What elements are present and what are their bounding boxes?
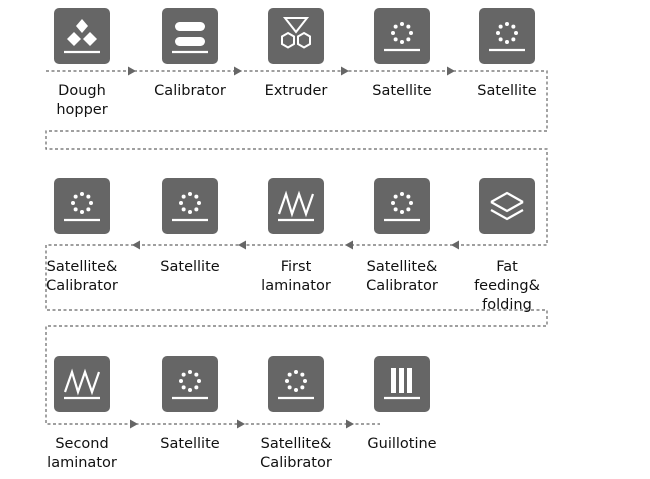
- laminator-icon: [63, 368, 101, 400]
- dough-hopper-icon: [64, 19, 100, 54]
- process-step-label: Dough hopper: [56, 83, 108, 118]
- process-step-tile: [268, 8, 324, 64]
- flow-arrow: [238, 240, 246, 250]
- calibrator-icon: [172, 22, 208, 54]
- process-step-tile: [162, 8, 218, 64]
- satellite-icon: [489, 22, 525, 52]
- process-step-label: Satellite& Calibrator: [260, 436, 332, 471]
- process-step-label: Satellite: [160, 259, 220, 275]
- process-step-tile: [479, 178, 535, 234]
- process-step-label: Satellite: [372, 83, 432, 99]
- process-step-label: Fat feeding& folding: [474, 259, 540, 313]
- flow-arrow: [237, 419, 245, 429]
- flow-arrow: [130, 419, 138, 429]
- satellite-icon: [384, 192, 420, 222]
- process-step-label: Extruder: [264, 83, 328, 99]
- satellite-icon: [384, 22, 420, 52]
- process-step-label: Calibrator: [154, 83, 226, 99]
- process-step-label: Guillotine: [367, 436, 437, 452]
- extruder-icon: [281, 17, 311, 49]
- process-step-tile: [374, 178, 430, 234]
- process-step-tile: [268, 178, 324, 234]
- process-step-tile: [479, 8, 535, 64]
- process-step-label: Satellite: [160, 436, 220, 452]
- laminator-icon: [277, 190, 315, 222]
- process-step-label: Second laminator: [47, 436, 117, 471]
- flow-arrow: [451, 240, 459, 250]
- satellite-icon: [172, 370, 208, 400]
- flow-arrow: [346, 419, 354, 429]
- process-step-tile: [374, 8, 430, 64]
- process-step-tile: [162, 356, 218, 412]
- satellite-icon: [278, 370, 314, 400]
- folding-icon: [490, 191, 524, 221]
- satellite-icon: [172, 192, 208, 222]
- flow-arrow: [447, 66, 455, 76]
- connector-line-upper: [45, 70, 548, 246]
- process-step-label: Satellite: [477, 83, 537, 99]
- satellite-icon: [64, 192, 100, 222]
- flow-arrow: [234, 66, 242, 76]
- guillotine-icon: [384, 368, 420, 400]
- process-step-tile: [54, 178, 110, 234]
- process-step-label: Satellite& Calibrator: [366, 259, 438, 294]
- flow-arrow: [132, 240, 140, 250]
- process-step-label: First laminator: [261, 259, 331, 294]
- flow-arrow: [341, 66, 349, 76]
- flow-arrow: [128, 66, 136, 76]
- process-step-tile: [54, 8, 110, 64]
- process-step-tile: [162, 178, 218, 234]
- flow-arrow: [345, 240, 353, 250]
- process-step-tile: [374, 356, 430, 412]
- process-step-tile: [54, 356, 110, 412]
- process-step-label: Satellite& Calibrator: [46, 259, 118, 294]
- process-step-tile: [268, 356, 324, 412]
